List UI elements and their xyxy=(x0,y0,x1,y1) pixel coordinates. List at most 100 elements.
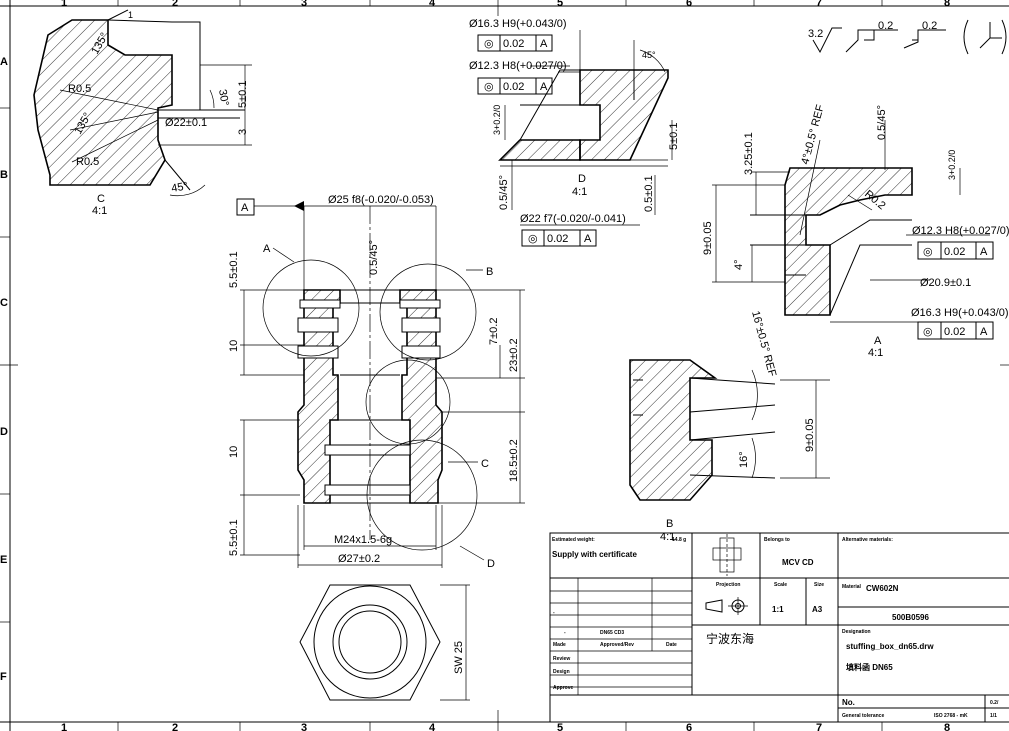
hex-top-view: SW 25 xyxy=(299,584,470,701)
projection-symbol xyxy=(705,597,748,615)
dim-text: 10 xyxy=(228,340,240,352)
col-label: 6 xyxy=(686,0,692,9)
fcf-frame: ◎ 0.02 A xyxy=(917,321,994,340)
col-label: 7 xyxy=(816,0,822,9)
dim-text: 9±0.05 xyxy=(804,418,816,452)
rev-dash: - xyxy=(564,630,566,636)
projection-label: Projection xyxy=(716,582,740,588)
callout-a: A xyxy=(263,243,271,255)
column-labels-bottom: 1 2 3 4 5 6 7 8 xyxy=(61,722,950,731)
scale-label: Scale xyxy=(774,582,787,588)
dim-text: 5±0.1 xyxy=(237,81,249,108)
fcf-frame: ◎ 0.02 A xyxy=(477,77,553,95)
rev-code: DN65 CD3 xyxy=(600,630,624,636)
svg-text:0.02: 0.02 xyxy=(944,246,965,258)
dim-text: 16° xyxy=(738,451,750,468)
detail-d-scale: 4:1 xyxy=(572,186,587,198)
part-number: 500B0596 xyxy=(892,613,929,622)
dim-text: 3.25±0.1 xyxy=(743,132,755,175)
dim-text: 7±0.2 xyxy=(488,318,500,345)
col-label: 2 xyxy=(172,722,178,731)
dim-text: 30° xyxy=(216,88,231,106)
designation-label: Designation xyxy=(842,629,871,635)
supply-text: Supply with certificate xyxy=(552,550,637,559)
dim-text: Ø16.3 H9(+0.043/0) xyxy=(911,307,1009,319)
review-label: Review xyxy=(553,656,570,662)
col-label: 7 xyxy=(816,722,822,731)
rev-dash: - xyxy=(553,610,555,616)
dim-text: Ø25 f8(-0.020/-0.053) xyxy=(328,194,434,206)
svg-text:◎: ◎ xyxy=(528,233,538,245)
drawing-filename: stuffing_box_dn65.drw xyxy=(846,642,934,651)
detail-b-label: B xyxy=(666,518,673,530)
dim-text: 0.5/45° xyxy=(368,240,380,275)
col-label: 8 xyxy=(944,0,950,9)
dim-text: SW 25 xyxy=(453,641,465,674)
svg-text:◎: ◎ xyxy=(923,326,933,338)
dim-text: Ø16.3 H9(+0.043/0) xyxy=(469,18,567,30)
dim-text: 1 xyxy=(128,10,133,20)
detail-a-scale: 4:1 xyxy=(868,347,883,359)
dim-text: 0.5±0.1 xyxy=(643,175,655,212)
svg-text:0.02: 0.02 xyxy=(503,81,524,93)
dim-text: 10 xyxy=(228,446,240,458)
dim-text: R0.5 xyxy=(76,156,99,168)
col-label: 5 xyxy=(557,0,563,9)
dim-text: Ø12.3 H8(+0.027/0) xyxy=(912,225,1009,237)
col-label: 4 xyxy=(429,722,436,731)
est-weight-label: Estimated weight: xyxy=(552,537,595,543)
belongs-label: Belongs to xyxy=(764,537,790,543)
approved-label: Approved/Rev xyxy=(600,642,634,648)
dim-text: 45° xyxy=(642,50,656,60)
size-value: A3 xyxy=(812,605,823,614)
detail-d-view: 45° Ø16.3 H9(+0.043/0) Ø12.3 H8(+0.027/0… xyxy=(469,18,680,247)
detail-a-label: A xyxy=(874,335,882,347)
dim-text: Ø12.3 H8(+0.027/0) xyxy=(469,60,567,72)
est-weight-value: 14.8 g xyxy=(672,537,686,543)
dim-text: 0.5/45° xyxy=(498,175,510,210)
dim-text: 5.5±0.1 xyxy=(228,251,240,288)
col-label: 5 xyxy=(557,722,563,731)
callout-c: C xyxy=(481,458,489,470)
size-label: Size xyxy=(814,582,824,588)
title-block: Estimated weight: 14.8 g Supply with cer… xyxy=(549,532,1009,723)
detail-c-scale: 4:1 xyxy=(92,205,107,217)
dim-text: R0.5 xyxy=(68,83,91,95)
fcf-frame: ◎ 0.02 A xyxy=(477,34,553,52)
flatness-value-1: 0.2 xyxy=(878,20,893,32)
row-label: B xyxy=(0,169,8,181)
date-label: Date xyxy=(666,642,677,648)
detail-a-view: 4°±0.5° REF 0.5/45° 3.25±0.1 3+0.2/0 R0.… xyxy=(702,103,1009,359)
row-label: F xyxy=(0,671,7,683)
material-label: Material xyxy=(842,584,862,590)
svg-text:◎: ◎ xyxy=(484,81,494,93)
column-labels-top: 1 2 3 4 5 6 7 8 xyxy=(61,0,950,9)
dim-text: 23±0.2 xyxy=(508,338,520,372)
dim-text: 9±0.05 xyxy=(702,221,714,255)
detail-c-view: R0.5 R0.5 135° 135° 30° 45° Ø22±0.1 5±0.… xyxy=(33,9,252,217)
flatness-value-2: 0.2 xyxy=(922,20,937,32)
callout-d: D xyxy=(487,558,495,570)
svg-text:A: A xyxy=(540,38,548,50)
no-label: No. xyxy=(842,698,855,707)
dim-text: Ø27±0.2 xyxy=(338,553,380,565)
scale-value: 1:1 xyxy=(772,605,784,614)
dim-text: 0.5/45° xyxy=(876,105,888,140)
drawing-title-cn: 填料函 DN65 xyxy=(846,662,893,672)
row-label: A xyxy=(0,56,8,68)
fcf-frame: ◎ 0.02 A xyxy=(917,241,994,260)
sheet-rev: 0.2/ xyxy=(990,700,999,706)
dim-text: 3+0.2/0 xyxy=(947,150,957,180)
alt-material-label: Alternative materials: xyxy=(842,537,893,543)
svg-text:A: A xyxy=(980,326,988,338)
row-label: E xyxy=(0,554,7,566)
dim-text: 16°±0.5° REF xyxy=(749,310,778,378)
detail-b-view: 16°±0.5° REF 9±0.05 16° B 4:1 xyxy=(629,310,830,543)
dim-text: 45° xyxy=(170,180,188,195)
col-label: 1 xyxy=(61,722,67,731)
dim-text: 5.5±0.1 xyxy=(228,519,240,556)
col-label: 2 xyxy=(172,0,178,9)
svg-text:A: A xyxy=(584,233,592,245)
